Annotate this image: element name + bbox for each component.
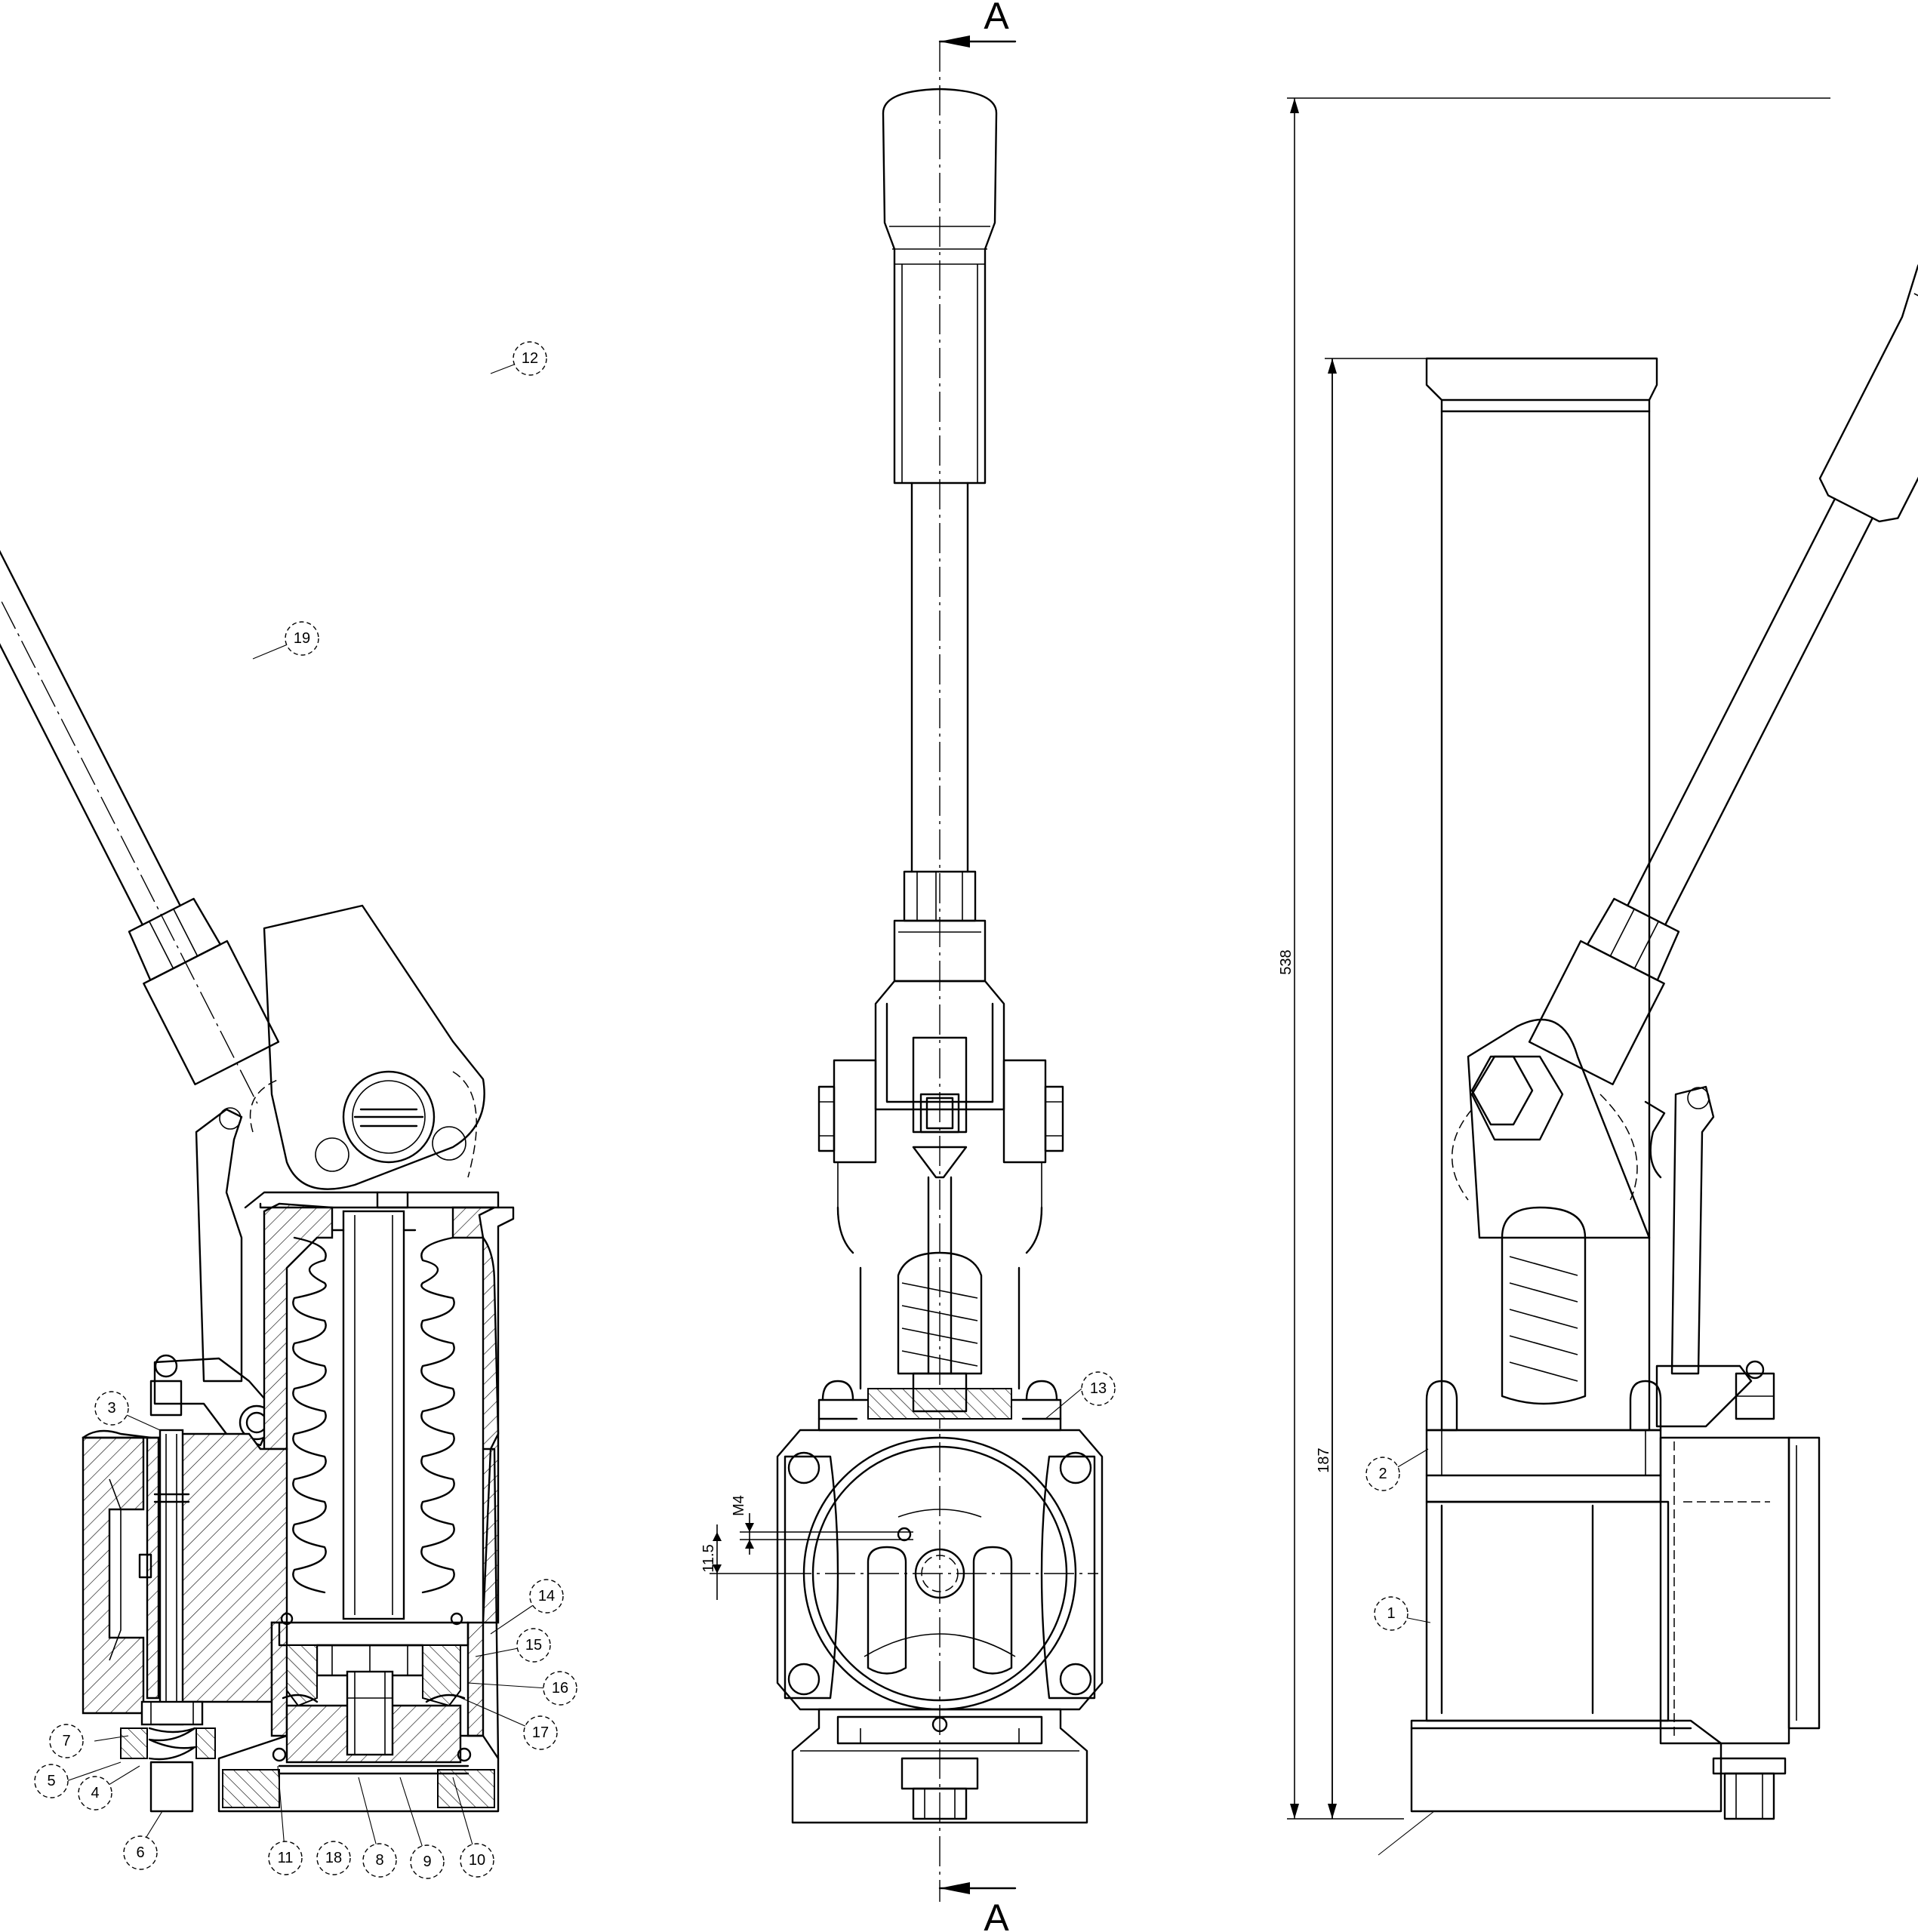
balloon-18: 18 [316,1841,351,1875]
svg-text:5: 5 [47,1773,55,1789]
balloon-17: 17 [523,1715,558,1750]
svg-text:3: 3 [107,1400,115,1417]
balloon-1: 1 [1374,1596,1408,1631]
svg-text:6: 6 [136,1844,144,1861]
balloon-5: 5 [34,1764,69,1798]
balloon-12: 12 [513,341,547,376]
svg-text:1: 1 [1387,1605,1395,1622]
square-flange-front [710,1429,1104,1711]
overall-height-dimension: 538 [1278,97,1830,1820]
lever-fork-right [1452,1018,1666,1239]
upper-housing-left [244,1191,515,1624]
lever-handle-left [0,94,280,1104]
base-front [791,1708,1088,1824]
svg-text:13: 13 [1090,1380,1107,1397]
svg-text:16: 16 [552,1680,568,1697]
lever-fork-left [249,904,485,1190]
thread-dimension: M4 11.5 [700,1495,754,1600]
balloon-13: 13 [1081,1371,1116,1406]
section-label-bottom: A [984,1897,1009,1932]
balloon-4: 4 [78,1776,112,1810]
upper-housing-right [1425,357,1662,1432]
dim-thread-label: M4 [731,1495,747,1516]
svg-text:19: 19 [294,630,310,647]
piston-assembly-left [272,1612,472,1775]
balloon-14: 14 [529,1579,564,1614]
svg-text:8: 8 [375,1852,383,1869]
release-lever-left [149,1107,277,1447]
balloon-15: 15 [516,1628,551,1663]
svg-text:14: 14 [538,1588,555,1604]
svg-text:10: 10 [469,1852,485,1869]
dim-thread-offset: 11.5 [700,1544,717,1572]
body-right [1410,1429,1821,1820]
balloon-7: 7 [49,1724,84,1758]
balloon-16: 16 [543,1671,577,1706]
fork-block-front [817,980,1064,1375]
lever-handle-right [1528,125,1918,1086]
front-view: A A [700,0,1104,1932]
svg-text:12: 12 [522,350,538,367]
spring-window-front [859,1251,1021,1390]
svg-text:9: 9 [423,1854,431,1870]
balloon-19: 19 [285,621,319,656]
svg-text:18: 18 [325,1850,342,1866]
balloon-11: 11 [268,1841,303,1875]
main-body-left [82,1429,500,1813]
balloon-3: 3 [94,1391,129,1426]
balloon-2: 2 [1365,1457,1400,1491]
dim-base-height: 187 [1316,1447,1332,1472]
section-label-top: A [984,0,1009,37]
balloon-6: 6 [123,1835,158,1870]
svg-text:4: 4 [91,1785,99,1801]
side-view: 538 187 [1278,97,1918,1820]
svg-text:7: 7 [62,1733,70,1749]
svg-text:11: 11 [278,1850,294,1866]
release-lever-right [1655,1085,1775,1428]
dim-overall-height: 538 [1278,949,1295,974]
item-balloons: 19 12 3 13 14 15 16 17 7 5 4 6 11 18 8 9… [34,341,1435,1879]
spring-left [292,1236,455,1594]
balloon-8: 8 [362,1843,397,1878]
lever-handle-front [882,88,998,983]
balloon-9: 9 [410,1844,445,1879]
balloon-10: 10 [460,1843,494,1878]
svg-text:17: 17 [532,1724,549,1741]
svg-text:15: 15 [525,1637,542,1654]
svg-text:2: 2 [1378,1466,1387,1482]
section-view-a-a [0,94,515,1813]
base-height-dimension: 187 [1316,358,1427,1819]
